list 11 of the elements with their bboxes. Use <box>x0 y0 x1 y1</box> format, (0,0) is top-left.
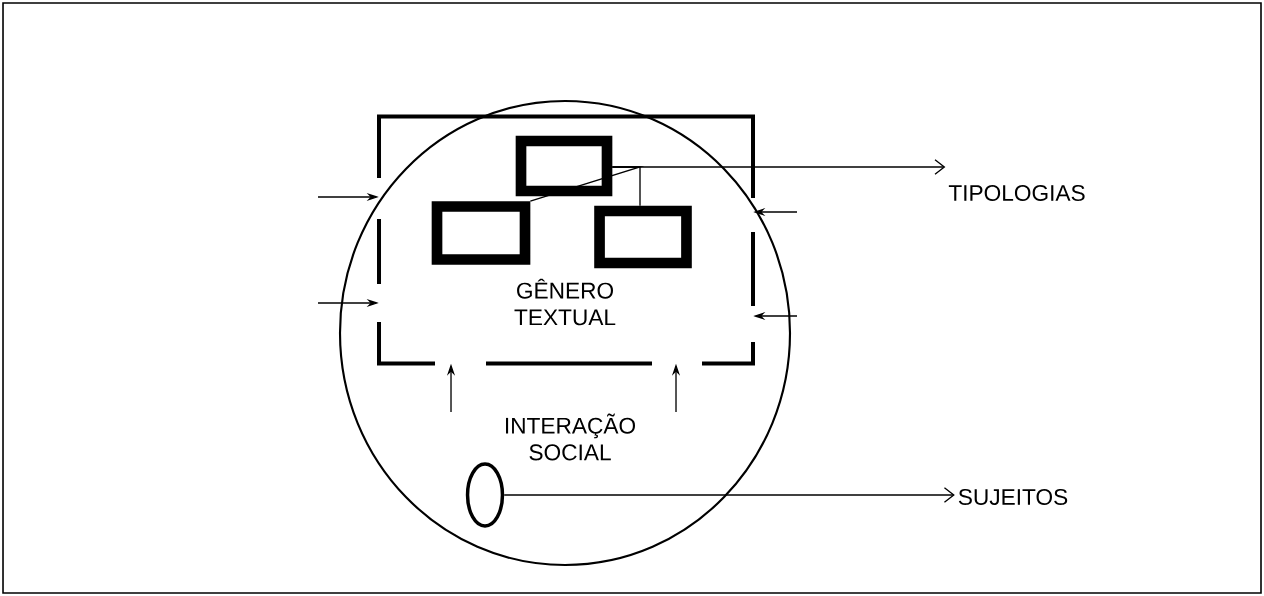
arrow <box>503 487 955 503</box>
connector-line <box>529 166 645 202</box>
label: TIPOLOGIAS <box>948 184 1085 202</box>
oval <box>465 462 505 528</box>
connector-line <box>611 166 641 207</box>
box <box>594 205 692 269</box>
label: SUJEITOS <box>958 488 1068 506</box>
box <box>431 201 531 265</box>
box <box>515 135 613 197</box>
frame-label: GÊNERO TEXTUAL <box>514 278 616 326</box>
circle-label: INTERAÇÃO SOCIAL <box>506 413 636 461</box>
